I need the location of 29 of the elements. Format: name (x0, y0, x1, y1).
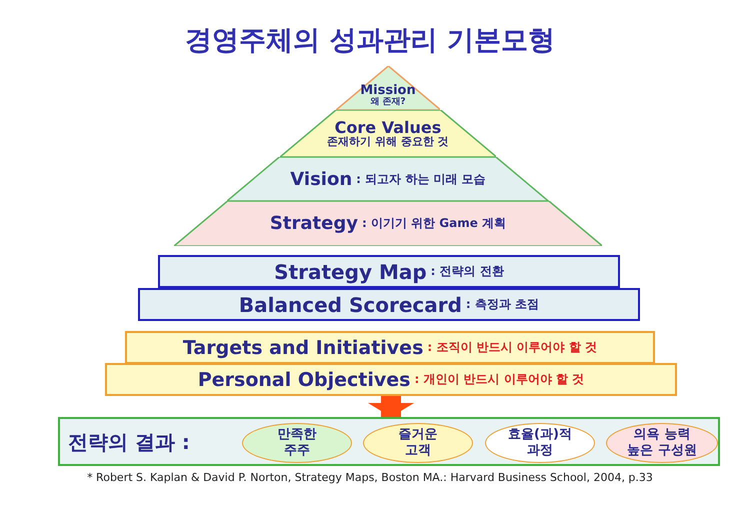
citation: * Robert S. Kaplan & David P. Norton, Strategy Maps, Boston MA.: Harvard Business School, 2004, p.33 (86, 471, 654, 484)
banner-description: : 조직이 반드시 이루어야 할 것 (427, 339, 598, 356)
banner-heading: Strategy Map (274, 260, 427, 284)
result-oval: 만족한 주주 (242, 423, 352, 463)
banner-description: : 측정과 초점 (466, 296, 540, 313)
layer-description: 왜 존재? (370, 98, 406, 108)
banner-box (125, 331, 655, 364)
banner-heading: Targets and Initiatives (182, 336, 424, 358)
banner-box (138, 288, 640, 321)
banner-heading: Personal Objectives (198, 368, 410, 390)
layer-description: : 이기기 위한 Game 계획 (362, 215, 506, 232)
layer-heading: Strategy (270, 213, 358, 234)
layer-heading: Vision (290, 168, 352, 190)
banner-box (105, 363, 677, 396)
result-oval: 의욕 능력 높은 구성원 (606, 423, 718, 463)
results-heading: 전략의 결과 : (68, 429, 190, 456)
banner-description: : 개인이 반드시 이루어야 할 것 (414, 371, 584, 388)
results-panel (58, 417, 720, 466)
result-oval: 효율(과)적 과정 (485, 423, 595, 463)
result-oval: 즐거운 고객 (363, 423, 473, 463)
banner-heading: Balanced Scorecard (238, 292, 462, 316)
layer-description: 존재하기 위해 중요한 것 (327, 136, 449, 148)
layer-heading: Core Values (334, 118, 442, 136)
title: 경영주체의 성과관리 기본모형 (184, 24, 556, 58)
banner-description: : 전략의 전환 (430, 263, 504, 280)
banner-box (158, 255, 620, 288)
block-arrow (368, 396, 414, 417)
layer-heading: Mission (360, 84, 416, 98)
layer-description: : 되고자 하는 미래 모습 (356, 170, 486, 188)
